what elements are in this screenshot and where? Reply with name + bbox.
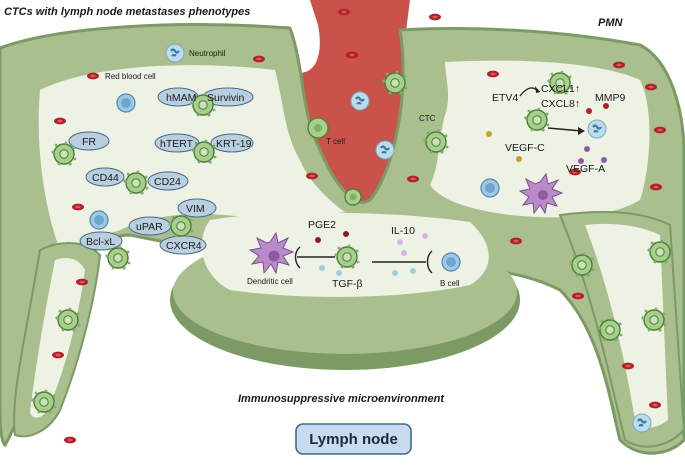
pge2-label: PGE2: [308, 219, 336, 231]
marker-bclxl: Bcl-xL: [86, 236, 115, 248]
red-blood-cell-label: Red blood cell: [105, 72, 156, 81]
inner-left: [38, 65, 346, 251]
red-blood-cell-icon: [87, 72, 99, 80]
marker-fr: FR: [82, 136, 96, 148]
marker-group-bclxl: Bcl-xL: [79, 231, 132, 271]
inhibit-bar-left: [294, 246, 335, 269]
marker-survivin: Survivin: [207, 92, 245, 104]
marker-upar: uPAR: [136, 221, 163, 233]
pmn-arrow: [547, 127, 583, 132]
marker-group-fr: FR: [50, 131, 110, 167]
marker-group-cd44-cd24: CD44 CD24: [85, 167, 189, 196]
marker-group-hmam-survivin: hMAM Survivin: [157, 87, 254, 118]
neutrophil-icon: [631, 412, 653, 434]
mmp9-label: MMP9: [595, 92, 625, 104]
neutrophil-label: Neutrophil: [189, 49, 226, 58]
marker-cd44: CD44: [92, 172, 119, 184]
marker-vim: VIM: [186, 203, 205, 215]
neutrophil-icon: [586, 118, 608, 140]
b-cell-icon: [441, 252, 461, 272]
ctc-label: CTC: [419, 114, 436, 123]
vegf-a-label: VEGF-A: [566, 163, 605, 175]
dendritic-cell: [248, 231, 295, 275]
marker-hmam: hMAM: [166, 92, 196, 104]
lymph-node-title-box: [295, 423, 412, 455]
cxcl8-label: CXCL8↑: [541, 98, 580, 110]
il10-label: IL-10: [391, 225, 415, 237]
immunosuppressive-header: Immunosuppressive microenvironment: [238, 393, 445, 405]
marker-krt19: KRT-19: [216, 138, 252, 150]
cxcl1-label: CXCL1↑: [541, 83, 580, 95]
lymphocyte-icon: [480, 178, 500, 198]
neutrophil-icon: [374, 139, 396, 161]
inner-right: [430, 60, 650, 218]
t-cell: [344, 188, 362, 206]
t-cell: [307, 117, 329, 139]
ctc-phenotypes-header: CTCs with lymph node metastases phenotyp…: [4, 6, 250, 18]
marker-group-vim-upar-cxcr4: VIM uPAR CXCR4: [128, 198, 217, 255]
dendritic-cell: [518, 172, 564, 215]
marker-htert: hTERT: [160, 138, 194, 150]
neutrophil-icon: [164, 42, 186, 64]
marker-cxcr4: CXCR4: [166, 240, 202, 252]
neutrophil-icon: [349, 90, 371, 112]
b-cell-label: B cell: [440, 279, 460, 288]
lymphocyte-icon: [116, 93, 136, 113]
tgf-beta-label: TGF-β: [332, 278, 363, 290]
vegf-c-label: VEGF-C: [505, 142, 545, 154]
inhibit-bar-right: [372, 250, 433, 274]
t-cell-label: T cell: [326, 137, 345, 146]
dendritic-cell-label: Dendritic cell: [247, 277, 293, 286]
etv4-label: ETV4: [492, 92, 518, 104]
pmn-header: PMN: [598, 17, 624, 29]
marker-group-htert-krt19: hTERT KRT-19: [154, 133, 254, 165]
marker-cd24: CD24: [154, 176, 181, 188]
lymphocyte-icon: [89, 210, 109, 230]
lymph-node-title: Lymph node: [309, 431, 398, 448]
